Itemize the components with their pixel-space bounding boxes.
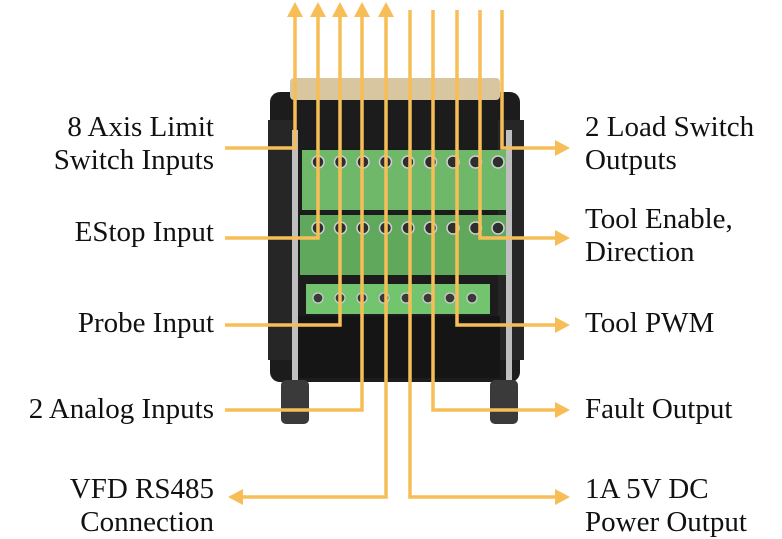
arrow-head xyxy=(555,140,570,156)
standoff-left xyxy=(292,130,298,392)
terminal-screw xyxy=(466,292,478,304)
terminal-screw xyxy=(491,221,505,235)
housing-top-cap xyxy=(290,78,500,100)
arrow-head xyxy=(378,2,394,17)
label-load-switch-outputs: 2 Load Switch Outputs xyxy=(585,111,755,176)
label-limit-switch-inputs: 8 Axis Limit Switch Inputs xyxy=(53,111,214,176)
label-tool-pwm: Tool PWM xyxy=(585,307,715,339)
arrow-head xyxy=(555,317,570,333)
arrow-head xyxy=(287,2,303,17)
label-power-output: 1A 5V DC Power Output xyxy=(585,473,747,538)
housing-side-left xyxy=(268,120,296,360)
arrow-head xyxy=(555,402,570,418)
arrow-line xyxy=(225,10,364,412)
arrow-line xyxy=(408,10,555,499)
standoff-right xyxy=(506,130,512,392)
label-vfd-rs485: VFD RS485 Connection xyxy=(69,473,214,538)
label-probe-input: Probe Input xyxy=(77,307,214,339)
terminal-block-photo: 171819202122232425GD xyxy=(268,78,524,424)
arrow-head xyxy=(332,2,348,17)
terminal-screw xyxy=(401,221,415,235)
terminal-screw xyxy=(312,292,324,304)
terminal-screw xyxy=(491,155,505,169)
label-fault-output: Fault Output xyxy=(585,393,733,425)
terminal-screw xyxy=(401,155,415,169)
arrow-line xyxy=(500,10,555,150)
label-tool-enable-direction: Tool Enable, Direction xyxy=(585,203,733,268)
arrow-line xyxy=(225,10,342,327)
arrow-head xyxy=(555,230,570,246)
arrow-head xyxy=(310,2,326,17)
knurled-nut-left xyxy=(281,380,309,424)
arrow-line xyxy=(225,10,297,150)
terminal-screw xyxy=(444,292,456,304)
arrow-line xyxy=(455,10,555,327)
label-estop-input: EStop Input xyxy=(74,216,214,248)
arrow-line xyxy=(431,10,555,412)
arrow-head xyxy=(228,489,243,505)
arrow-line xyxy=(240,10,388,499)
label-analog-inputs: 2 Analog Inputs xyxy=(28,393,214,425)
arrow-line xyxy=(225,10,320,240)
terminal-row-3 xyxy=(306,284,490,314)
arrow-head xyxy=(354,2,370,17)
knurled-nut-right xyxy=(490,380,518,424)
arrow-line xyxy=(478,10,555,240)
arrow-head xyxy=(555,489,570,505)
arrow-lines xyxy=(225,2,570,505)
